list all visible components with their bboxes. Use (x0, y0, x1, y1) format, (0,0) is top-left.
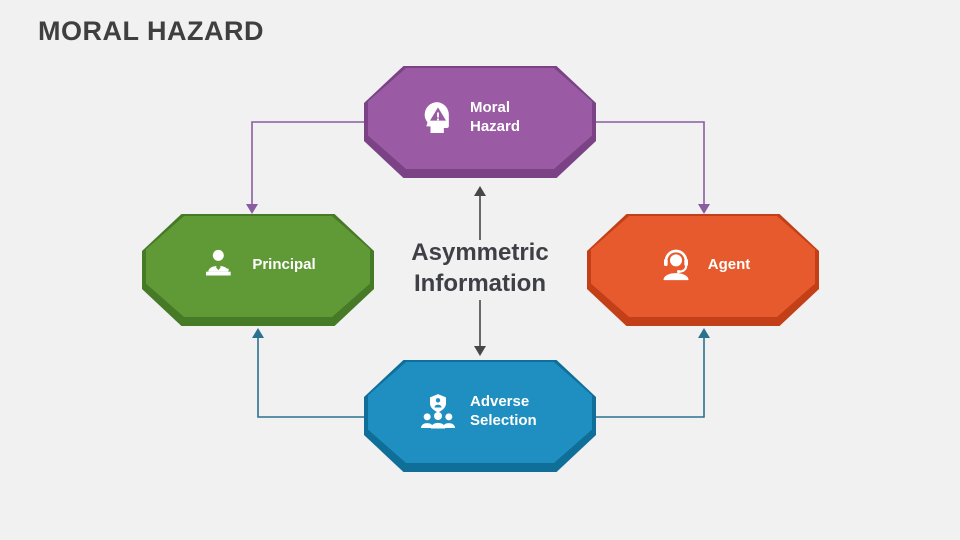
node-principal: Principal (142, 214, 374, 326)
agent-headset-icon (663, 249, 689, 280)
node-moral-hazard-label: Moral Hazard (470, 98, 521, 135)
group-shield-icon (421, 393, 455, 428)
node-agent-face (591, 216, 815, 317)
arrow-top-to-agent (596, 121, 705, 206)
arrowhead-bottom-to-principal (252, 328, 264, 338)
arrowhead-top-to-principal (246, 204, 258, 214)
node-moral-hazard: Moral Hazard (364, 66, 596, 178)
arrow-bottom-to-principal (257, 336, 364, 418)
head-warning-icon (424, 101, 449, 133)
node-adverse-selection: Adverse Selection (364, 360, 596, 472)
node-adverse-selection-label: Adverse Selection (470, 392, 537, 429)
node-principal-face (146, 216, 370, 317)
center-label-line2: Information (414, 270, 546, 298)
arrow-top-to-principal (251, 121, 364, 206)
arrowhead-center-to-top (474, 186, 486, 196)
arrowhead-center-to-bottom (474, 346, 486, 356)
arrowhead-bottom-to-agent (698, 328, 710, 338)
node-agent-label: Agent (707, 256, 751, 274)
node-moral-hazard-face (368, 68, 592, 169)
slide-title: MORAL HAZARD (38, 16, 264, 46)
principal-person-icon (206, 249, 231, 275)
node-adverse-selection-face (368, 362, 592, 463)
node-principal-label: Principal (252, 256, 316, 274)
arrowhead-top-to-agent (698, 204, 710, 214)
center-label-line1: Asymmetric (411, 239, 549, 266)
node-agent: Agent (587, 214, 819, 326)
arrow-bottom-to-agent (596, 336, 705, 418)
center-label: Asymmetric Information (360, 237, 600, 299)
